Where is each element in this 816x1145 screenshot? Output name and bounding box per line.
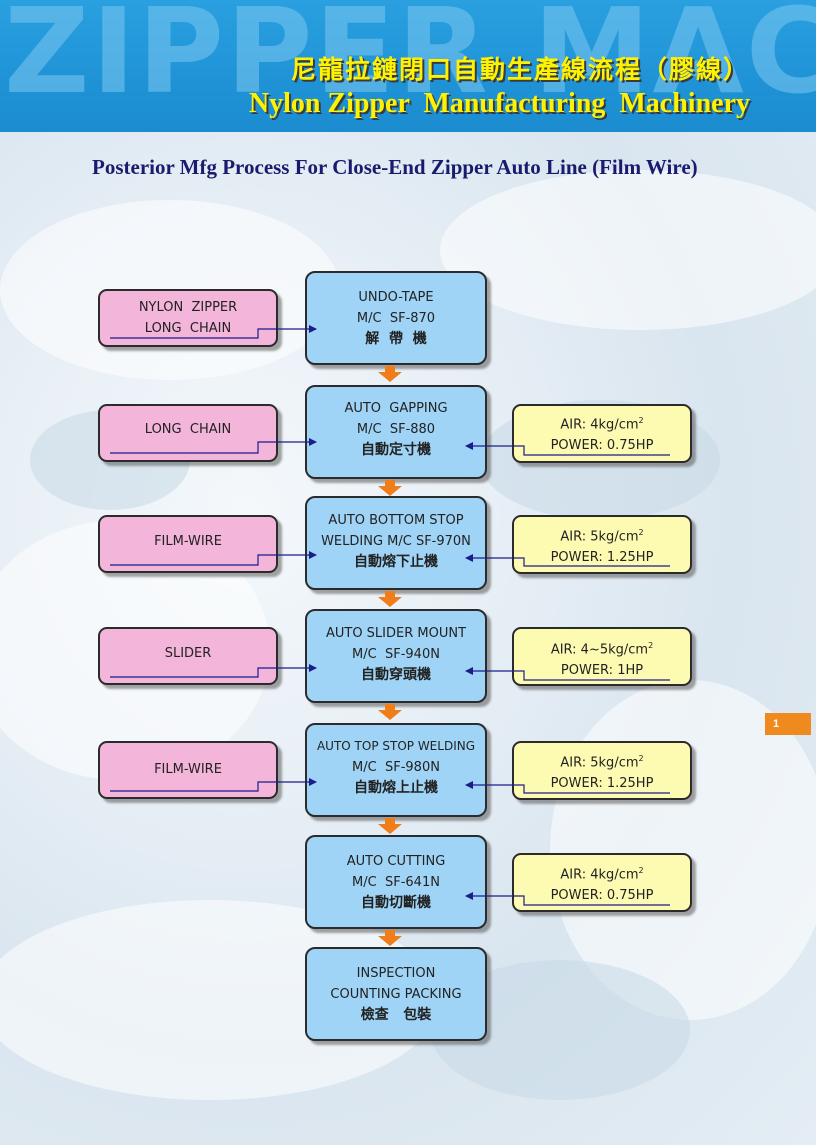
input-line: LONG CHAIN [144,422,232,437]
step-box-slider-mount: AUTO SLIDER MOUNT M/C SF-940N 自動穿頭機 [305,609,487,703]
flow-arrow-down [378,591,402,607]
spec-power: POWER: 0.75HP [550,438,654,454]
flow-arrow-down [378,818,402,834]
flow-arrow-down [378,480,402,496]
spec-air-unit-exponent: 2 [638,866,644,875]
input-box-nylon-zipper-long-chain: NYLON ZIPPER LONG CHAIN [98,289,278,347]
input-box-slider: SLIDER [98,627,278,685]
step-line-chinese: 自動熔下止機 [354,554,438,570]
input-line: FILM-WIRE [154,762,222,777]
flow-arrow-down [378,366,402,382]
spec-air-unit-exponent: 2 [638,416,644,425]
spec-air-text: AIR: 5kg/cm [560,755,639,771]
step-line: AUTO BOTTOM STOP [328,513,464,528]
spec-box-auto-gapping: AIR: 4kg/cm2 POWER: 0.75HP [512,404,692,463]
spec-air-text: AIR: 4~5kg/cm [550,642,649,658]
page-subtitle: Posterior Mfg Process For Close-End Zipp… [92,155,698,179]
header-banner: ZIPPER MACHINE 尼龍拉鏈閉口自動生產線流程（膠線） Nylon Z… [0,0,816,132]
spec-box-top-stop-welding: AIR: 5kg/cm2 POWER: 1.25HP [512,741,692,800]
step-line: WELDING M/C SF-970N [321,534,471,549]
input-box-long-chain: LONG CHAIN [98,404,278,462]
spec-air-text: AIR: 4kg/cm [560,417,639,433]
spec-power: POWER: 0.75HP [550,888,654,904]
step-line-chinese: 檢查 包裝 [360,1007,432,1023]
step-line: AUTO GAPPING [344,401,448,416]
spec-box-auto-cutting: AIR: 4kg/cm2 POWER: 0.75HP [512,853,692,912]
spec-power: POWER: 1.25HP [550,776,654,792]
step-line: AUTO TOP STOP WELDING [316,739,476,753]
spec-air: AIR: 5kg/cm2 [514,522,690,547]
spec-air-text: AIR: 5kg/cm [560,529,639,545]
page-number-tab: 1 [765,713,811,735]
step-line-chinese: 自動穿頭機 [361,667,431,683]
spec-box-slider-mount: AIR: 4~5kg/cm2 POWER: 1HP [512,627,692,686]
step-box-top-stop-welding: AUTO TOP STOP WELDING M/C SF-980N 自動熔上止機 [305,723,487,817]
step-line-chinese: 自動定寸機 [361,442,431,458]
step-line: M/C SF-641N [352,875,440,890]
input-box-film-wire: FILM-WIRE [98,741,278,799]
spec-air-unit-exponent: 2 [638,754,644,763]
banner-title-chinese: 尼龍拉鏈閉口自動生產線流程（膠線） [290,55,750,84]
banner-title-english: Nylon Zipper Manufacturing Machinery [248,88,750,119]
step-line: COUNTING PACKING [330,987,462,1002]
step-line-chinese: 自動切斷機 [361,895,431,911]
spec-air: AIR: 5kg/cm2 [514,748,690,773]
spec-air-unit-exponent: 2 [638,528,644,537]
step-line: AUTO SLIDER MOUNT [325,626,467,641]
input-line: SLIDER [164,646,212,661]
input-line: NYLON ZIPPER [138,300,238,315]
step-box-undo-tape: UNDO-TAPE M/C SF-870 解 帶 機 [305,271,487,365]
step-line: INSPECTION [356,966,436,981]
step-line: M/C SF-980N [352,760,440,775]
step-line: AUTO CUTTING [346,854,446,869]
input-line: LONG CHAIN [144,321,232,336]
step-box-auto-cutting: AUTO CUTTING M/C SF-641N 自動切斷機 [305,835,487,929]
step-line-chinese: 解 帶 機 [365,331,427,347]
flow-arrow-down [378,930,402,946]
flow-arrow-down [378,704,402,720]
input-line: FILM-WIRE [154,534,222,549]
spec-air-unit-exponent: 2 [648,641,654,650]
step-line: UNDO-TAPE [358,290,434,305]
step-line-chinese: 自動熔上止機 [354,780,438,796]
spec-power: POWER: 1.25HP [550,550,654,566]
spec-power: POWER: 1HP [560,663,644,679]
step-line: M/C SF-880 [356,422,436,437]
step-line: M/C SF-940N [352,647,440,662]
input-box-film-wire: FILM-WIRE [98,515,278,573]
spec-air: AIR: 4kg/cm2 [514,860,690,885]
step-line: M/C SF-870 [356,311,436,326]
spec-air: AIR: 4~5kg/cm2 [514,635,690,660]
spec-air: AIR: 4kg/cm2 [514,410,690,435]
spec-box-bottom-stop-welding: AIR: 5kg/cm2 POWER: 1.25HP [512,515,692,574]
step-box-inspection-packing: INSPECTION COUNTING PACKING 檢查 包裝 [305,947,487,1041]
banner-background-text: ZIPPER MACHINE [4,0,816,120]
step-box-auto-gapping: AUTO GAPPING M/C SF-880 自動定寸機 [305,385,487,479]
step-box-bottom-stop-welding: AUTO BOTTOM STOP WELDING M/C SF-970N 自動熔… [305,496,487,590]
spec-air-text: AIR: 4kg/cm [560,867,639,883]
